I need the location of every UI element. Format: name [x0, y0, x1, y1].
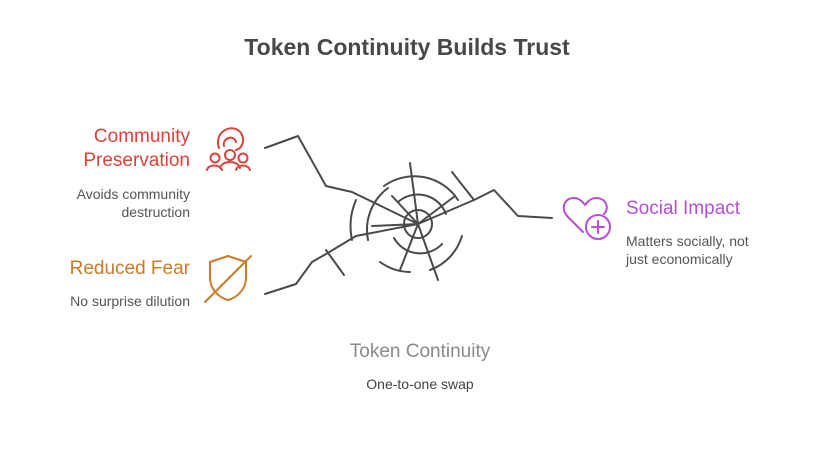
shield-off-icon: [205, 256, 251, 302]
heart-plus-icon: [564, 198, 610, 239]
cracked-network: [265, 136, 552, 294]
community-group-icon: [207, 128, 250, 170]
